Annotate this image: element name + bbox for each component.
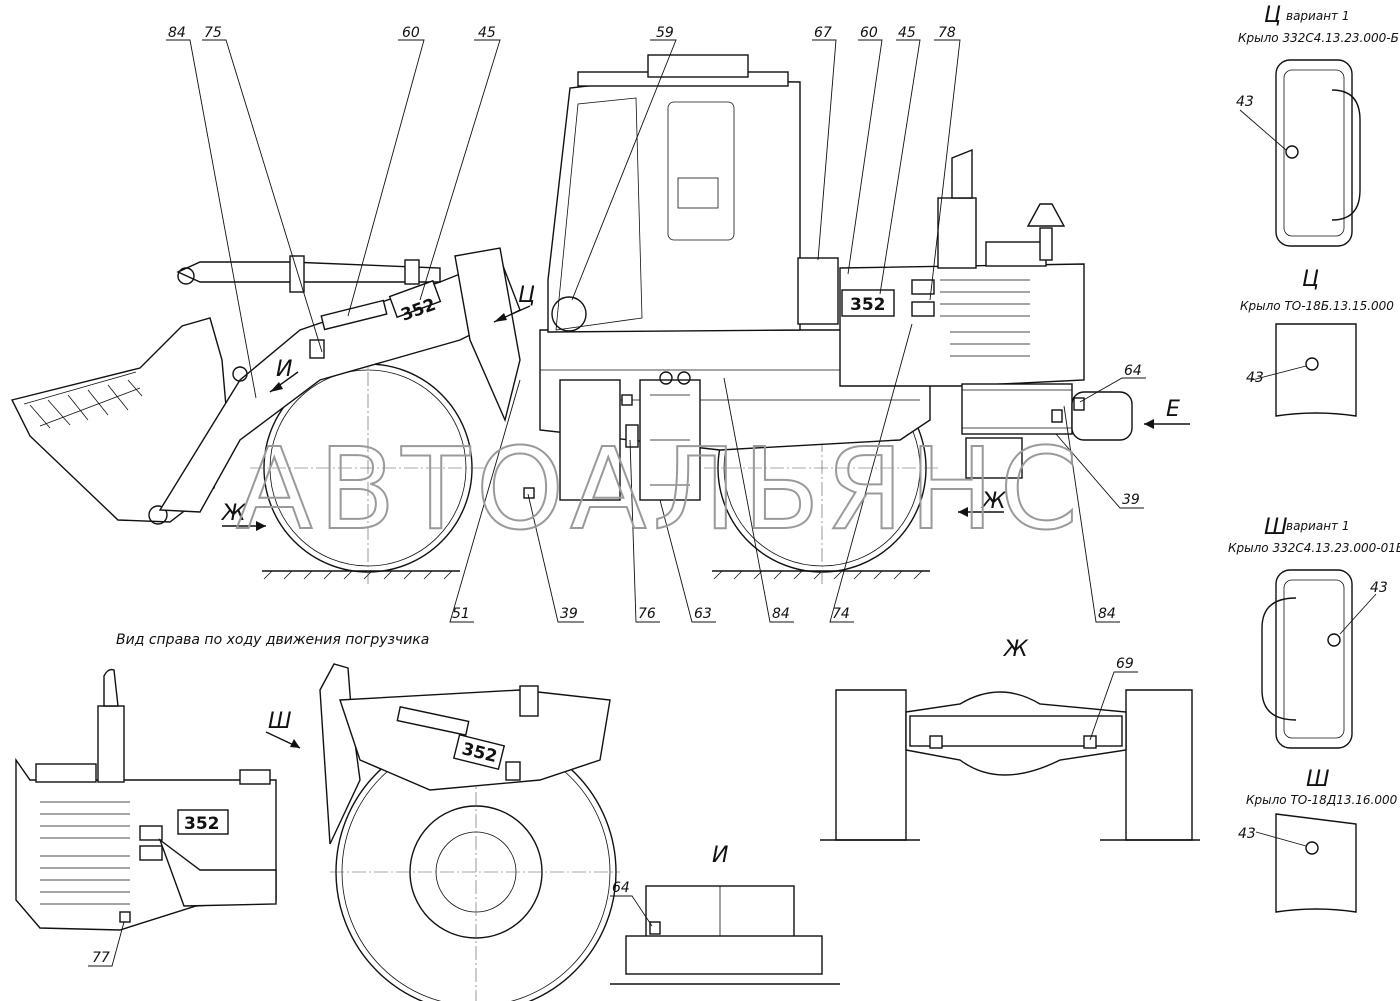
- arrow-label-zh-front: Ж: [220, 501, 247, 526]
- callout-39-side: 39: [1122, 492, 1140, 508]
- callouts-bottom: 51 39 76 63 84 74 84: [449, 323, 1120, 623]
- fender-1-label: Крыло 332С4.13.23.000-Б: [1238, 31, 1399, 45]
- callouts-top: 84 75 60 45 59 67 60 45 78: [166, 25, 961, 399]
- fender-view-sh: Ш Крыло ТО-18Д13.16.000 43: [1238, 767, 1398, 913]
- callout-60: 60: [402, 25, 420, 41]
- callout-39: 39: [560, 606, 578, 622]
- fender-3-callout: 43: [1370, 580, 1388, 596]
- fender-4-callout: 43: [1238, 826, 1256, 842]
- fender-4-letter: Ш: [1306, 767, 1330, 792]
- arrow-label-ts: Ц: [518, 283, 535, 308]
- callout-84-top: 84: [168, 25, 186, 41]
- fender-2-callout: 43: [1246, 370, 1264, 386]
- model-plate-hood: 352: [850, 295, 886, 315]
- arrow-label-sh: Ш: [268, 709, 292, 734]
- callout-75: 75: [204, 25, 222, 41]
- boom-view: Ш 352: [265, 663, 620, 1001]
- callouts-side: 64 39: [1055, 363, 1146, 509]
- rear-view: 352 77: [15, 668, 277, 967]
- callout-76: 76: [638, 606, 656, 622]
- callout-63: 63: [694, 606, 712, 622]
- callout-69: 69: [1116, 656, 1134, 672]
- callout-45: 45: [478, 25, 496, 41]
- view-arrows: Ц И Ж Ж Е: [220, 283, 1190, 531]
- view-i: И 64: [610, 843, 840, 985]
- callout-67: 67: [814, 25, 832, 41]
- callout-59: 59: [656, 25, 674, 41]
- fender-1-variant: вариант 1: [1286, 9, 1349, 23]
- fender-3-label: Крыло 332С4.13.23.000-01Б: [1228, 541, 1400, 555]
- callout-51: 51: [452, 606, 470, 622]
- arrow-label-i: И: [276, 357, 292, 382]
- fender-view-ts: Ц Крыло ТО-18Б.13.15.000 43: [1240, 267, 1394, 417]
- model-plate-rear: 352: [184, 814, 220, 834]
- view-zh: Ж 69: [820, 637, 1200, 841]
- loader-main-view: 352: [10, 25, 1190, 623]
- fender-2-letter: Ц: [1302, 267, 1319, 292]
- callout-84-rear: 84: [772, 606, 790, 622]
- arrow-label-zh-rear: Ж: [980, 489, 1007, 514]
- chassis: [523, 329, 931, 501]
- callout-45-cab: 45: [898, 25, 916, 41]
- view-i-title: И: [712, 843, 728, 868]
- arrow-label-e: Е: [1166, 397, 1180, 422]
- right-side-caption: Вид справа по ходу движения погрузчика: [116, 632, 429, 648]
- callout-84-side: 84: [1098, 606, 1116, 622]
- lift-arm: 352: [158, 247, 521, 513]
- callout-60-cab: 60: [860, 25, 878, 41]
- fender-3-variant: вариант 1: [1286, 519, 1349, 533]
- fender-2-label: Крыло ТО-18Б.13.15.000: [1240, 299, 1394, 313]
- fender-1-callout: 43: [1236, 94, 1254, 110]
- watermark: АВТОАЛЬЯНС: [236, 425, 1084, 555]
- cab: [547, 54, 839, 333]
- fender-4-label: Крыло ТО-18Д13.16.000: [1246, 793, 1398, 807]
- fender-view-sh-variant1: Ш вариант 1 Крыло 332С4.13.23.000-01Б 43: [1228, 515, 1400, 749]
- fender-view-ts-variant1: Ц вариант 1 Крыло 332С4.13.23.000-Б 43: [1236, 3, 1399, 247]
- callout-74: 74: [832, 606, 850, 622]
- callout-64-view-i: 64: [612, 880, 630, 896]
- fender-3-letter: Ш: [1264, 515, 1288, 540]
- callout-78: 78: [938, 25, 956, 41]
- callout-77: 77: [92, 950, 110, 966]
- engine-hood: 352: [839, 148, 1133, 479]
- fender-1-letter: Ц: [1264, 3, 1281, 28]
- view-zh-title: Ж: [1002, 637, 1029, 662]
- callout-64-main: 64: [1124, 363, 1142, 379]
